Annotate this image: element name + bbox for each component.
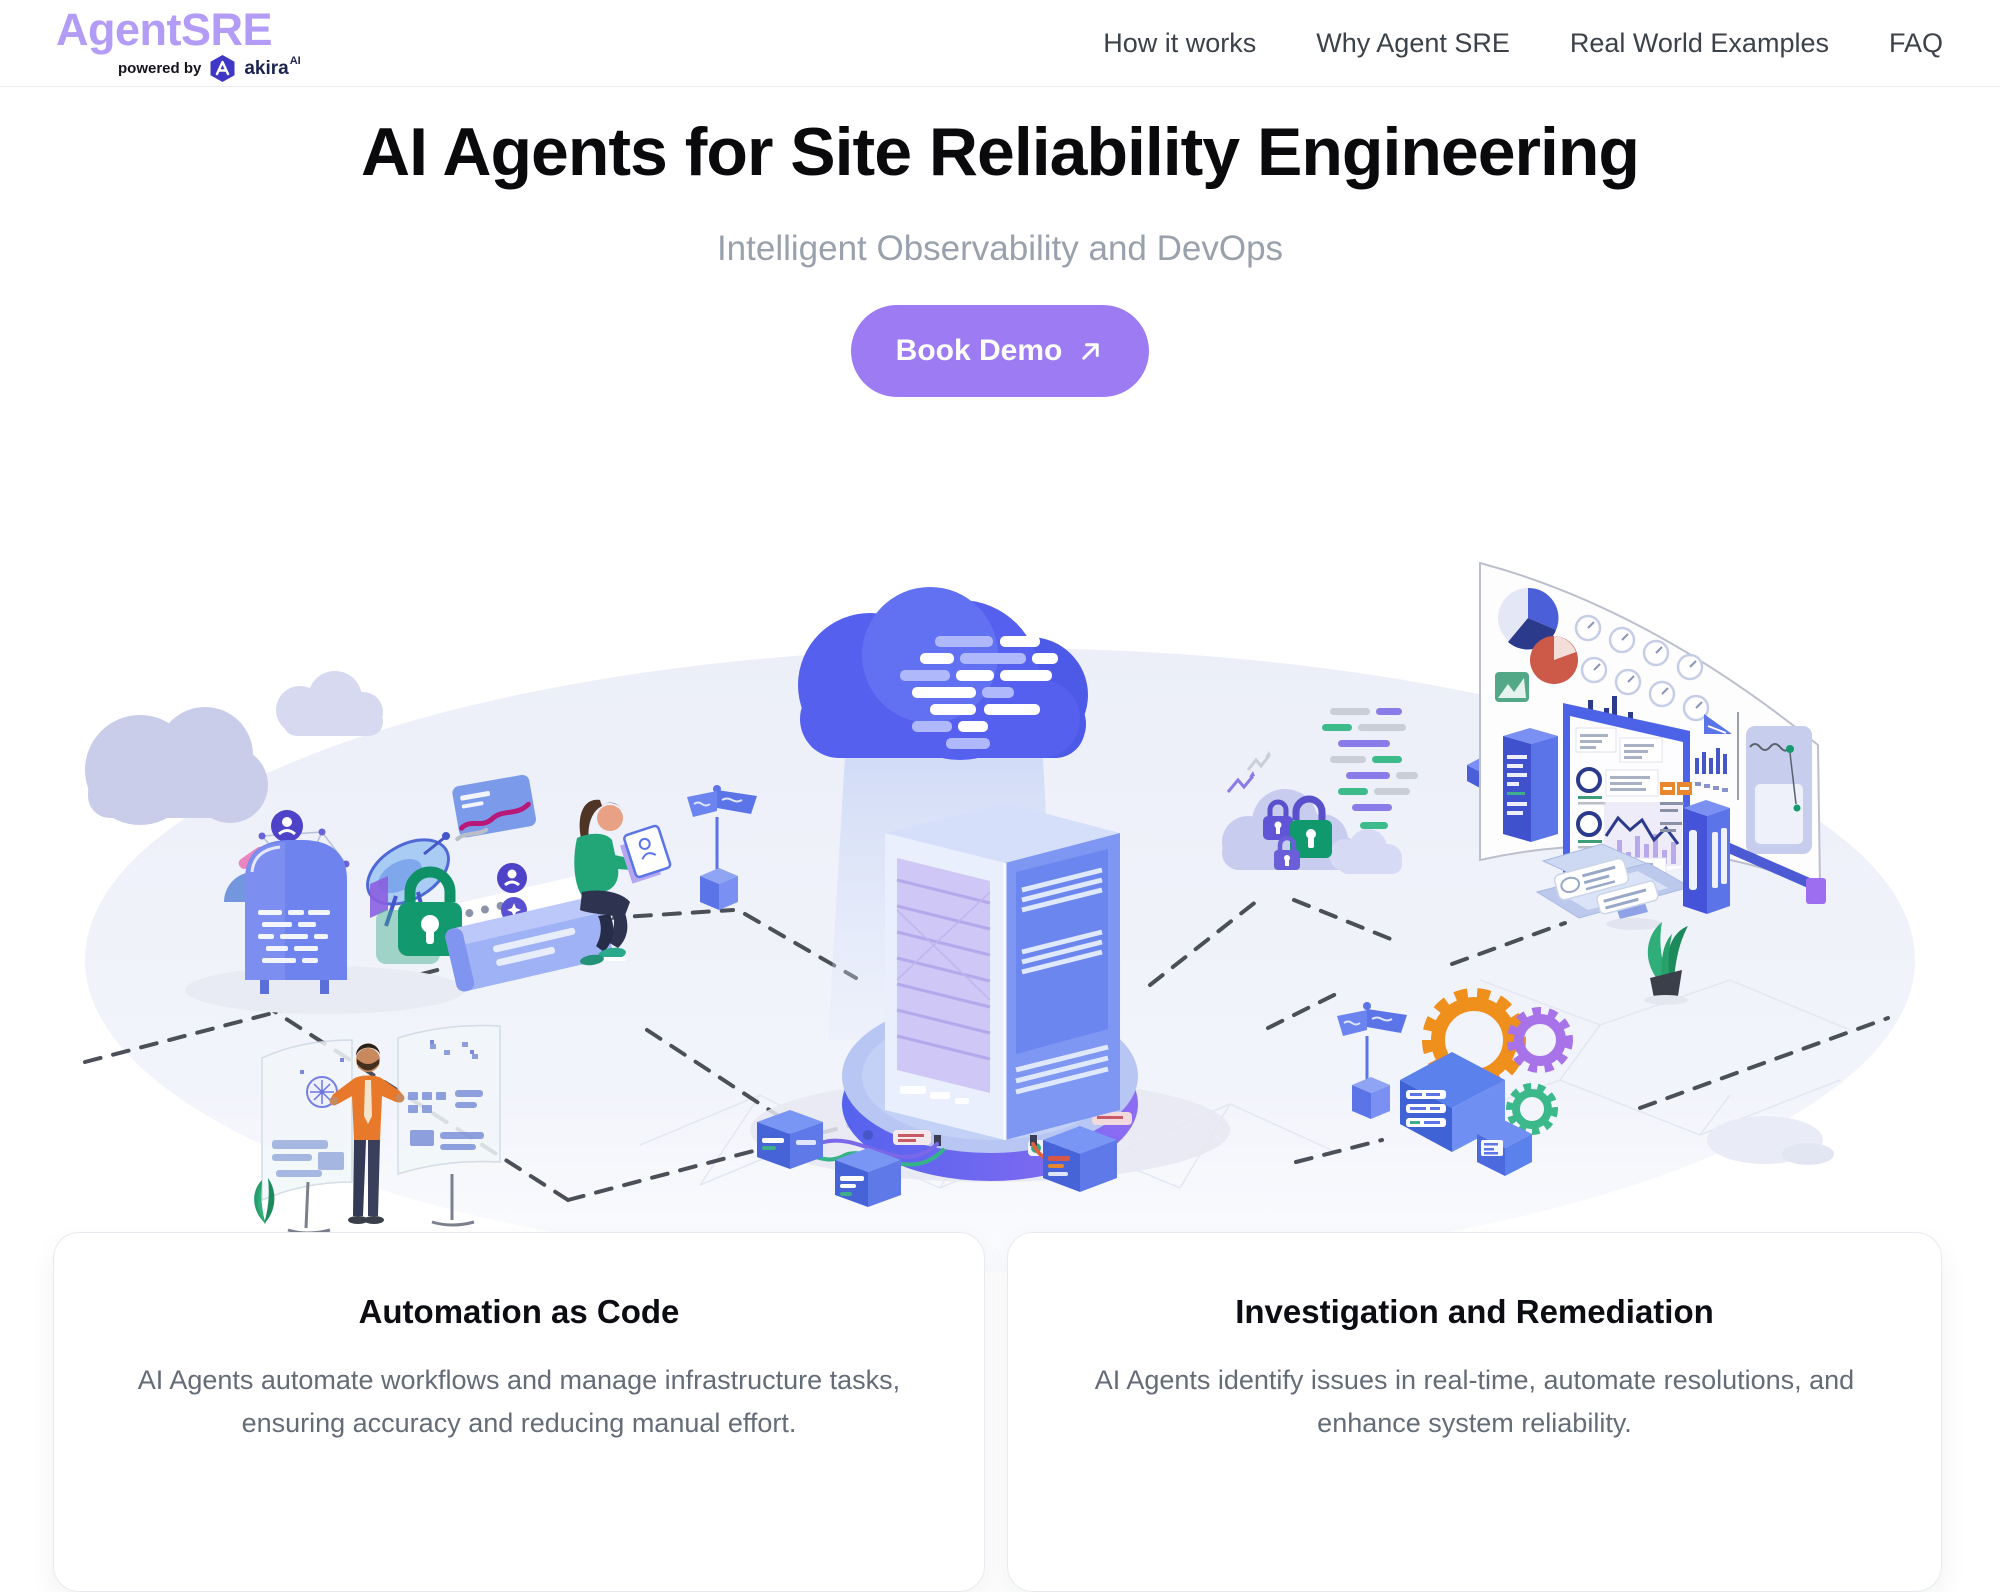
partner-wordmark: akira AI xyxy=(244,54,301,79)
book-demo-label: Book Demo xyxy=(895,334,1063,367)
book-demo-button[interactable]: Book Demo xyxy=(850,305,1150,397)
pie-chart-icon xyxy=(1495,587,1578,702)
hero-section: AI Agents for Site Reliability Engineeri… xyxy=(0,87,2000,397)
wall-foot xyxy=(1806,878,1826,904)
signpost-right xyxy=(1337,1002,1407,1119)
server-box-large xyxy=(1400,1052,1505,1152)
powered-by-label: powered by xyxy=(118,59,202,77)
main-nav: How it works Why Agent SRE Real World Ex… xyxy=(1103,0,1943,87)
man-engineer-group xyxy=(254,1024,501,1235)
purple-prism xyxy=(370,876,388,918)
mailbox-server xyxy=(245,840,347,994)
padlock-icon xyxy=(1263,799,1293,840)
map-panel xyxy=(1746,726,1812,854)
trend-arrows xyxy=(1226,751,1271,793)
laptop xyxy=(1535,843,1692,919)
logo-wordmark: AgentSRE xyxy=(56,4,273,55)
edge-device xyxy=(835,1148,901,1207)
arrow-up-right-icon xyxy=(1077,338,1104,365)
nav-item-how-it-works[interactable]: How it works xyxy=(1103,28,1257,58)
top-navigation-bar: AgentSRE powered by akira AI How it work… xyxy=(0,0,2000,87)
security-cloud-group xyxy=(1222,708,1418,874)
bench-server xyxy=(445,896,613,992)
presentation-screen-left xyxy=(261,1039,353,1235)
plant-left xyxy=(254,1178,275,1224)
server-rack xyxy=(885,803,1120,1140)
nav-item-faq[interactable]: FAQ xyxy=(1888,28,1943,58)
plant-right xyxy=(1644,922,1688,1005)
edge-device xyxy=(757,1110,823,1169)
rock xyxy=(1707,1116,1834,1165)
server-tower xyxy=(1503,728,1558,842)
background-clouds xyxy=(85,671,383,825)
mailbox-server-group xyxy=(185,810,465,1014)
flag-icon xyxy=(1704,714,1732,734)
confetti-dots xyxy=(300,1040,474,1074)
padlock-icon xyxy=(1274,835,1300,870)
feature-card-automation: Automation as Code AI Agents automate wo… xyxy=(53,1232,985,1592)
chart-card xyxy=(452,774,537,842)
hero-subtitle: Intelligent Observability and DevOps xyxy=(716,229,1284,268)
rack-window xyxy=(897,858,990,1093)
feature-card-title: Investigation and Remediation xyxy=(1235,1293,1714,1330)
feature-card-investigation: Investigation and Remediation AI Agents … xyxy=(1007,1232,1942,1592)
padlock-icon xyxy=(1290,795,1332,858)
woman-engineer xyxy=(574,799,672,966)
green-padlock-icon xyxy=(376,866,462,964)
akira-hexagon-icon xyxy=(209,54,236,83)
feature-card-title: Automation as Code xyxy=(358,1293,680,1330)
feature-card-description: AI Agents automate workflows and manage … xyxy=(137,1365,901,1439)
edge-device xyxy=(1043,1126,1117,1192)
server-box-small xyxy=(1477,1120,1532,1176)
powered-by-row: powered by akira AI xyxy=(118,54,301,83)
woman-engineer-group xyxy=(376,774,672,992)
hero-illustration xyxy=(0,440,2000,1280)
code-lines xyxy=(1322,708,1418,829)
feature-card-description: AI Agents identify issues in real-time, … xyxy=(1094,1365,1855,1439)
code-lines xyxy=(900,636,1058,749)
code-cloud xyxy=(798,587,1088,760)
presentation-screen-right xyxy=(397,1024,501,1227)
tablet xyxy=(620,824,672,884)
floating-docs xyxy=(1553,857,1659,915)
nav-item-real-world-examples[interactable]: Real World Examples xyxy=(1569,28,1829,58)
page-title: AI Agents for Site Reliability Engineeri… xyxy=(361,114,1640,190)
signpost-left xyxy=(687,785,757,910)
brand-logo[interactable]: AgentSRE powered by akira AI xyxy=(56,7,301,83)
server-tower-tall xyxy=(1683,800,1730,914)
nav-item-why-agent-sre[interactable]: Why Agent SRE xyxy=(1316,28,1510,58)
man-engineer xyxy=(329,1043,405,1224)
